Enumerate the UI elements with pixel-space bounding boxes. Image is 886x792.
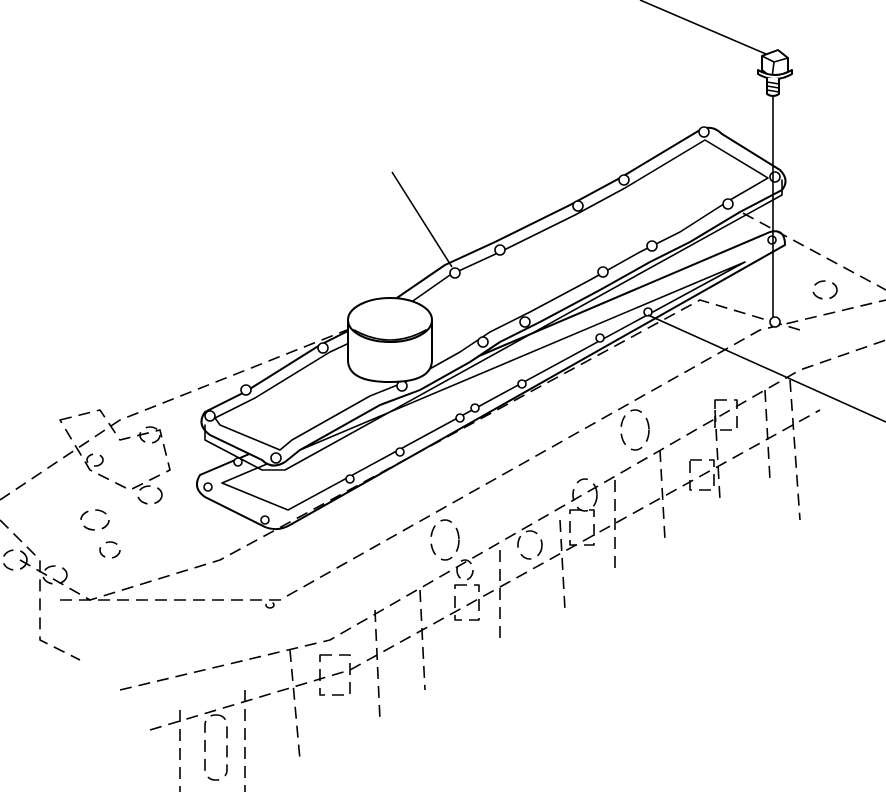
cover-inlet-pipe [347, 297, 433, 383]
cover-hole-7 [477, 336, 489, 348]
block-boss-14 [265, 601, 275, 609]
block-skirt-edge [149, 409, 821, 731]
gasket-hole-4 [395, 447, 405, 457]
block-boss-3 [139, 426, 161, 444]
bolt-washer [757, 69, 793, 80]
gasket-hole-8 [643, 307, 653, 317]
cover-hole-14 [698, 126, 710, 138]
gasket-hole-3 [345, 474, 355, 484]
leader-cover [391, 171, 453, 268]
block-front-edge [60, 299, 886, 601]
cover-top-ridge [214, 139, 769, 451]
block-boss-6 [42, 565, 68, 585]
block-slot-3 [454, 584, 480, 621]
leader-bolt [639, 0, 767, 55]
block-boss-2 [137, 485, 163, 505]
cover [200, 126, 787, 471]
cover-body [200, 126, 787, 467]
cover-hole-8 [494, 244, 506, 256]
cover-hole-4 [317, 342, 329, 354]
gasket-outer [195, 230, 786, 531]
inlet-pipe-rim [347, 297, 433, 343]
cover-hole-10 [572, 200, 584, 212]
inlet-pipe-inner-rim [353, 329, 427, 341]
block-rear-boss [59, 409, 171, 491]
block-rib-9 [659, 449, 666, 541]
block-boss-4 [86, 453, 104, 467]
cover-hole-13 [646, 240, 658, 252]
block-slot-2 [319, 654, 351, 696]
cover-side-face [204, 179, 783, 471]
cover-hole-16 [769, 171, 781, 183]
block-slot-4 [569, 509, 595, 546]
block-rib-10 [714, 409, 721, 501]
block-slot-6 [714, 399, 738, 431]
block-rib-11 [764, 389, 771, 481]
block-boss-8 [430, 519, 460, 561]
bolt [757, 49, 793, 97]
block-boss-10 [572, 478, 598, 512]
block-boss-13 [456, 559, 474, 581]
block-rib-5 [419, 589, 426, 691]
gasket-hole-7 [595, 333, 605, 343]
gasket-hole-5 [455, 413, 465, 423]
block-lower-edge [119, 339, 886, 691]
cover-hole-9 [519, 316, 531, 328]
cover-hole-12 [618, 174, 630, 186]
block-boss-7 [2, 549, 28, 571]
block-right-edge [789, 379, 801, 521]
gasket-hole-6 [517, 379, 527, 389]
block-deck-edge [19, 299, 801, 601]
block-boss-1 [80, 509, 110, 531]
gasket-inner [221, 261, 746, 511]
block-slot-1 [204, 714, 228, 781]
bolt-thread [766, 81, 780, 93]
cover-hole-2 [270, 452, 282, 464]
gasket-hole-9 [767, 235, 777, 245]
block-rib-4 [374, 609, 381, 721]
bolt-target-hole [769, 316, 781, 328]
gasket [195, 230, 786, 531]
cover-hole-3 [240, 384, 252, 396]
block-slot-5 [689, 459, 715, 491]
cover-hole-6 [449, 267, 461, 279]
leader-gasket [647, 314, 886, 423]
block-left-edge [0, 519, 81, 661]
block-rib-3 [289, 649, 301, 761]
block-boss-9 [517, 530, 543, 560]
block-boss-12 [812, 280, 838, 300]
cover-hole-11 [597, 266, 609, 278]
block-boss-5 [99, 541, 121, 559]
gasket-hole-2 [260, 515, 270, 525]
block-boss-11 [620, 409, 650, 451]
cover-hole-1 [204, 410, 216, 422]
gasket-hole-11 [470, 403, 480, 413]
gasket-hole-1 [203, 482, 213, 492]
block-rib-7 [559, 519, 566, 611]
cover-hole-15 [722, 198, 734, 210]
